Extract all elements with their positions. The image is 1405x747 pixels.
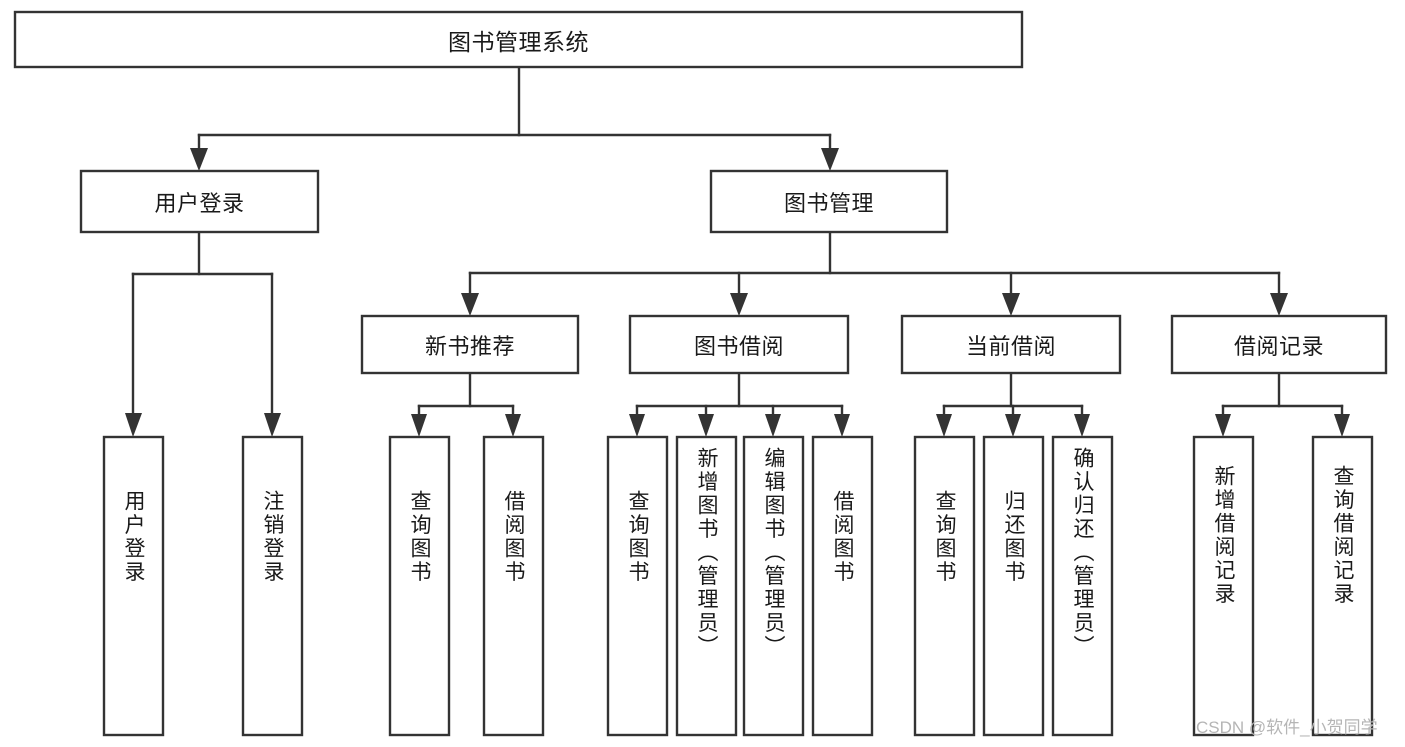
node-leaf-borrow-book-1[interactable] [482,435,545,737]
arrow-book-borrow [730,293,748,316]
node-leaf-edit-book[interactable] [742,435,805,737]
node-new-book-recommend[interactable] [360,314,580,375]
node-root[interactable] [13,10,1024,69]
node-current-borrow[interactable] [900,314,1122,375]
arrow-book-manage [821,148,839,171]
arrow-leaf-add-book [698,414,714,437]
node-leaf-borrow-book-2[interactable] [811,435,874,737]
arrow-leaf-user-logout [264,413,281,437]
arrow-leaf-query-book-3 [936,414,952,437]
node-leaf-return-book[interactable] [982,435,1045,737]
arrow-borrow-record [1270,293,1288,316]
node-box-group [13,10,1388,737]
arrow-leaf-borrow-book-2 [834,414,850,437]
node-leaf-user-logout[interactable] [241,435,304,737]
node-leaf-user-login[interactable] [102,435,165,737]
connector-group [125,65,1350,437]
arrow-leaf-add-record [1215,414,1231,437]
arrow-current-borrow [1002,293,1020,316]
arrow-user-login [190,148,208,171]
node-leaf-add-book[interactable] [675,435,738,737]
node-borrow-record[interactable] [1170,314,1388,375]
node-leaf-query-record[interactable] [1311,435,1374,737]
node-user-login[interactable] [79,169,320,234]
arrow-leaf-query-record [1334,414,1350,437]
node-leaf-query-book-2[interactable] [606,435,669,737]
node-leaf-query-book-3[interactable] [913,435,976,737]
arrow-leaf-user-login [125,413,142,437]
node-leaf-confirm-return[interactable] [1051,435,1114,737]
arrow-new-book-recommend [461,293,479,316]
arrow-leaf-query-book-2 [629,414,645,437]
arrow-leaf-confirm-return [1074,414,1090,437]
node-leaf-query-book-1[interactable] [388,435,451,737]
arrow-leaf-return-book [1005,414,1021,437]
arrow-leaf-query-book-1 [411,414,427,437]
arrow-leaf-edit-book [765,414,781,437]
node-leaf-add-record[interactable] [1192,435,1255,737]
arrow-leaf-borrow-book-1 [505,414,521,437]
node-book-manage[interactable] [709,169,949,234]
node-book-borrow[interactable] [628,314,850,375]
